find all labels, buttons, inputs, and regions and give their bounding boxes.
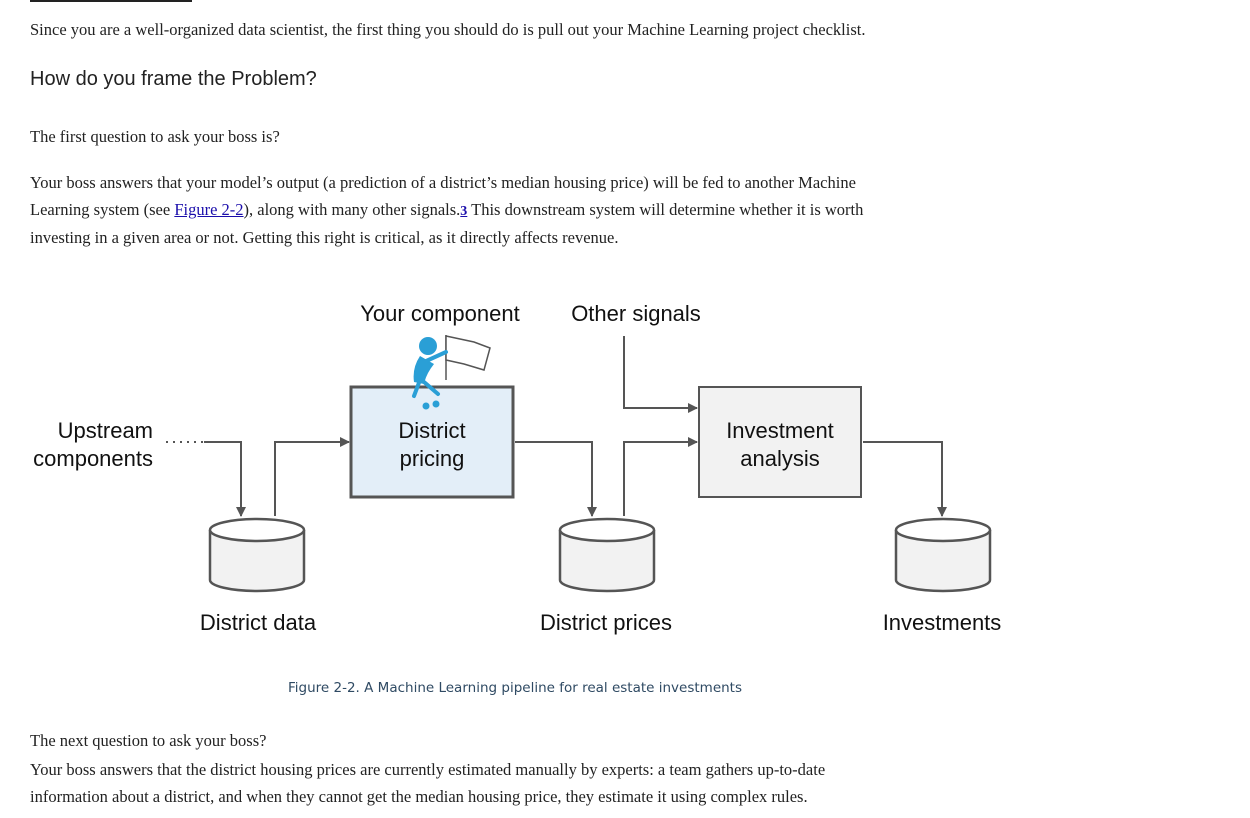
district-data-store [208,517,306,593]
investment-analysis-label-2: analysis [740,446,819,471]
analysis-to-investments-arrow [863,441,947,517]
district-prices-label: District prices [540,610,672,635]
intro-paragraph: Since you are a well-organized data scie… [30,20,866,39]
figure-caption: Figure 2-2. A Machine Learning pipeline … [288,680,743,696]
answer-1-line-1: Your boss answers that your model’s outp… [30,173,856,192]
upstream-to-data-arrow [204,441,246,517]
investments-store [894,517,992,593]
upstream-label-line-2: components [33,446,153,471]
figure-2-2-link[interactable]: Figure 2-2 [174,199,244,219]
answer-1-paragraph: Your boss answers that your model’s outp… [30,170,990,252]
investment-analysis-box [698,386,862,498]
district-pricing-label-1: District [398,418,465,443]
pricing-to-prices-arrow [515,441,597,517]
section-heading: How do you frame the Problem? [30,68,317,90]
question-1: The first question to ask your boss is? [30,127,280,146]
answer-1-text-b: ), along with many other signals. [243,199,461,219]
district-data-label: District data [200,610,317,635]
answer-2-line-2: information about a district, and when t… [30,786,808,806]
answer-1-text-a: Learning system (see [30,199,175,219]
district-pricing-label-2: pricing [400,446,465,471]
signals-to-analysis-arrow [623,336,698,413]
answer-2-paragraph: Your boss answers that the district hous… [30,757,825,810]
upstream-label-line-1: Upstream [58,418,153,443]
cut-off-heading: ▬▬▬▬▬▬▬▬▬ [30,0,192,7]
figure-with-flag-icon [412,335,491,410]
data-to-pricing-arrow [274,437,350,516]
question-2: The next question to ask your boss? [30,731,267,750]
your-component-label: Your component [360,301,519,326]
district-pricing-box [349,385,515,499]
footnote-3-link[interactable]: 3 [460,203,468,219]
answer-2-line-1: Your boss answers that the district hous… [30,760,826,779]
prices-to-analysis-arrow [623,437,698,516]
investment-analysis-label-1: Investment [726,418,834,443]
answer-1-line-2: Learning system (see Figure 2-2), along … [30,197,990,226]
ml-pipeline-diagram: Your component Other signals Upstream co… [33,301,1002,635]
answer-1-text-c: This downstream system will determine wh… [467,199,864,219]
district-prices-store [558,517,656,593]
answer-1-line-3: investing in a given area or not. Gettin… [30,228,619,247]
other-signals-label: Other signals [571,301,701,326]
investments-label: Investments [883,610,1002,635]
